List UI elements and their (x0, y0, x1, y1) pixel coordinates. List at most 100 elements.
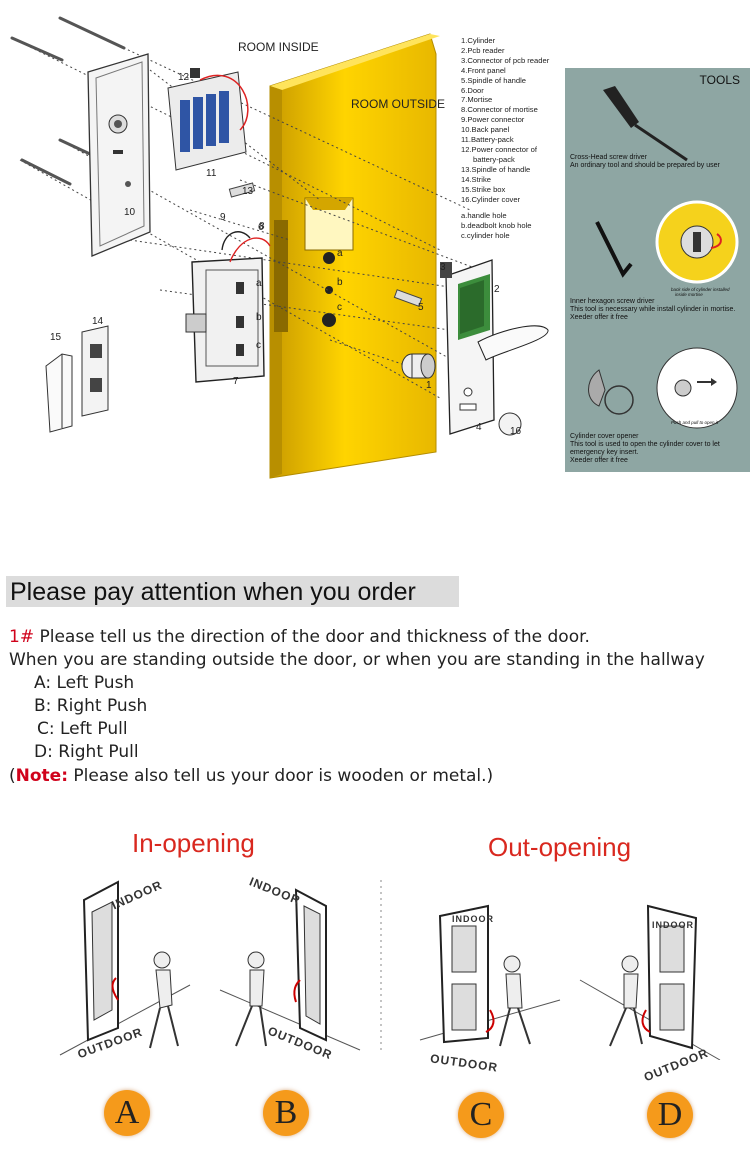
svg-text:5: 5 (418, 302, 424, 313)
standing-instruction: When you are standing outside the door, … (9, 650, 705, 670)
hex-key-icon (595, 221, 633, 278)
screwdriver-icon (603, 86, 688, 162)
mortise (185, 231, 271, 383)
part-item: 5.Spindle of handle (461, 75, 527, 85)
option-d: D: Right Pull (34, 742, 139, 762)
parts-list: 1.Cylinder 2.Pcb reader 3.Connector of p… (461, 36, 549, 204)
part-item: 4.Front panel (461, 65, 506, 75)
push-caption: Push and pull to open it (671, 420, 719, 425)
part-item: 12.Power connector of (461, 144, 537, 154)
part-item: 10.Back panel (461, 125, 510, 135)
svg-text:6: 6 (258, 222, 264, 233)
door-left-push (59, 880, 191, 1056)
order-heading: Please pay attention when you order (10, 578, 416, 606)
opener-desc-3: Xeeder offer it free (570, 457, 628, 464)
svg-text:9: 9 (220, 212, 226, 223)
opener-desc-1: This tool is used to open the cylinder c… (570, 441, 720, 448)
svg-text:4: 4 (476, 422, 482, 433)
part-item: 11.Battery-pack (461, 135, 514, 145)
part-item: 3.Connector of pcb reader (461, 55, 550, 65)
battery-pack (167, 68, 249, 171)
svg-text:a: a (256, 278, 262, 289)
hole-item: b.deadbolt knob hole (461, 220, 532, 230)
door-direction-illustrations (59, 880, 721, 1060)
cover-opener-icon (588, 369, 634, 415)
in-opening-title: In-opening (132, 828, 255, 858)
option-c: C: Left Pull (37, 719, 128, 739)
option-b: B: Right Push (34, 696, 148, 716)
svg-text:7: 7 (233, 376, 239, 387)
strike-plate (81, 325, 109, 417)
part-callouts: 1 2 3 4 5 6 7 8 9 10 11 12 13 14 15 16 a… (50, 72, 522, 437)
hole-item: c.cylinder hole (461, 230, 510, 240)
out-opening-title: Out-opening (488, 832, 632, 862)
hole-item: a.handle hole (461, 211, 507, 220)
svg-text:12: 12 (178, 72, 190, 83)
cylinder (401, 353, 436, 379)
tools-title: TOOLS (699, 73, 740, 87)
badge-b: B (263, 1090, 309, 1136)
door-right-pull (579, 904, 721, 1060)
back-panel (87, 53, 151, 257)
part-item: 9.Power connector (461, 115, 525, 125)
heading-background (6, 576, 459, 607)
svg-text:11: 11 (206, 168, 217, 179)
material-note: (Note: Please also tell us your door is … (9, 766, 494, 786)
inset-caption-1: back side of cylinder installed (671, 287, 730, 292)
exploded-lock-diagram: 1 2 3 4 5 6 7 8 9 10 11 12 13 14 15 16 a… (10, 16, 549, 479)
svg-text:3: 3 (440, 262, 446, 273)
svg-text:b: b (337, 277, 343, 288)
svg-text:2: 2 (494, 284, 500, 295)
badge-c: C (458, 1092, 504, 1138)
badge-a: A (104, 1090, 150, 1136)
option-a: A: Left Push (34, 673, 135, 693)
screwdriver-name: Cross-Head screw driver (570, 154, 648, 161)
svg-text:15: 15 (50, 332, 62, 343)
hex-desc-1: This tool is necessary while install cyl… (570, 306, 736, 313)
door-right-push (219, 888, 361, 1051)
screwdriver-desc: An ordinary tool and should be prepared … (570, 162, 720, 169)
note-label: Note: (15, 766, 69, 786)
svg-text:b: b (256, 312, 262, 323)
holes-list: a.handle hole b.deadbolt knob hole c.cyl… (461, 211, 532, 241)
item-number: 1# (9, 627, 35, 647)
part-item: 7.Mortise (461, 95, 493, 105)
part-item: 1.Cylinder (461, 36, 496, 45)
room-inside-label: ROOM INSIDE (238, 40, 319, 54)
part-item: 2.Pcb reader (461, 45, 505, 55)
strike-box (45, 353, 73, 433)
hex-desc-2: Xeeder offer it free (570, 314, 628, 321)
svg-text:13: 13 (242, 186, 254, 197)
svg-text:10: 10 (124, 207, 136, 218)
cylinder-inset-icon (655, 200, 739, 284)
svg-text:8: 8 (259, 221, 265, 232)
svg-text:a: a (337, 248, 343, 259)
spindle-of-handle (228, 182, 256, 198)
outer-spindle (393, 289, 423, 307)
part-item: 15.Strike box (461, 184, 506, 194)
hex-name: Inner hexagon screw driver (570, 298, 655, 305)
svg-text:16: 16 (510, 426, 522, 437)
part-item: 13.Spindle of handle (461, 164, 531, 174)
indoor-label-c: INDOOR (452, 914, 494, 924)
front-panel (440, 259, 549, 435)
door-left-pull (419, 904, 561, 1047)
indoor-label-d: INDOOR (652, 920, 694, 930)
room-outside-label: ROOM OUTSIDE (351, 97, 446, 111)
part-item: 8.Connector of mortise (461, 105, 538, 115)
part-item: 16.Cylinder cover (461, 194, 521, 204)
svg-text:1: 1 (426, 380, 432, 391)
svg-text:c: c (337, 302, 342, 313)
part-item: 6.Door (461, 85, 484, 95)
badge-d: D (647, 1092, 693, 1138)
opener-name: Cylinder cover opener (570, 433, 639, 440)
push-pull-inset-icon (656, 347, 738, 429)
svg-text:c: c (256, 340, 261, 351)
part-item: battery-pack (473, 154, 515, 164)
svg-text:14: 14 (92, 316, 104, 327)
direction-instruction: 1# Please tell us the direction of the d… (9, 627, 590, 647)
tools-panel: TOOLS Cross-Head screw driver An ordinar… (565, 68, 750, 472)
opener-desc-2: emergency key insert. (570, 449, 639, 456)
part-item: 14.Strike (461, 174, 491, 184)
door-slab (269, 33, 440, 479)
